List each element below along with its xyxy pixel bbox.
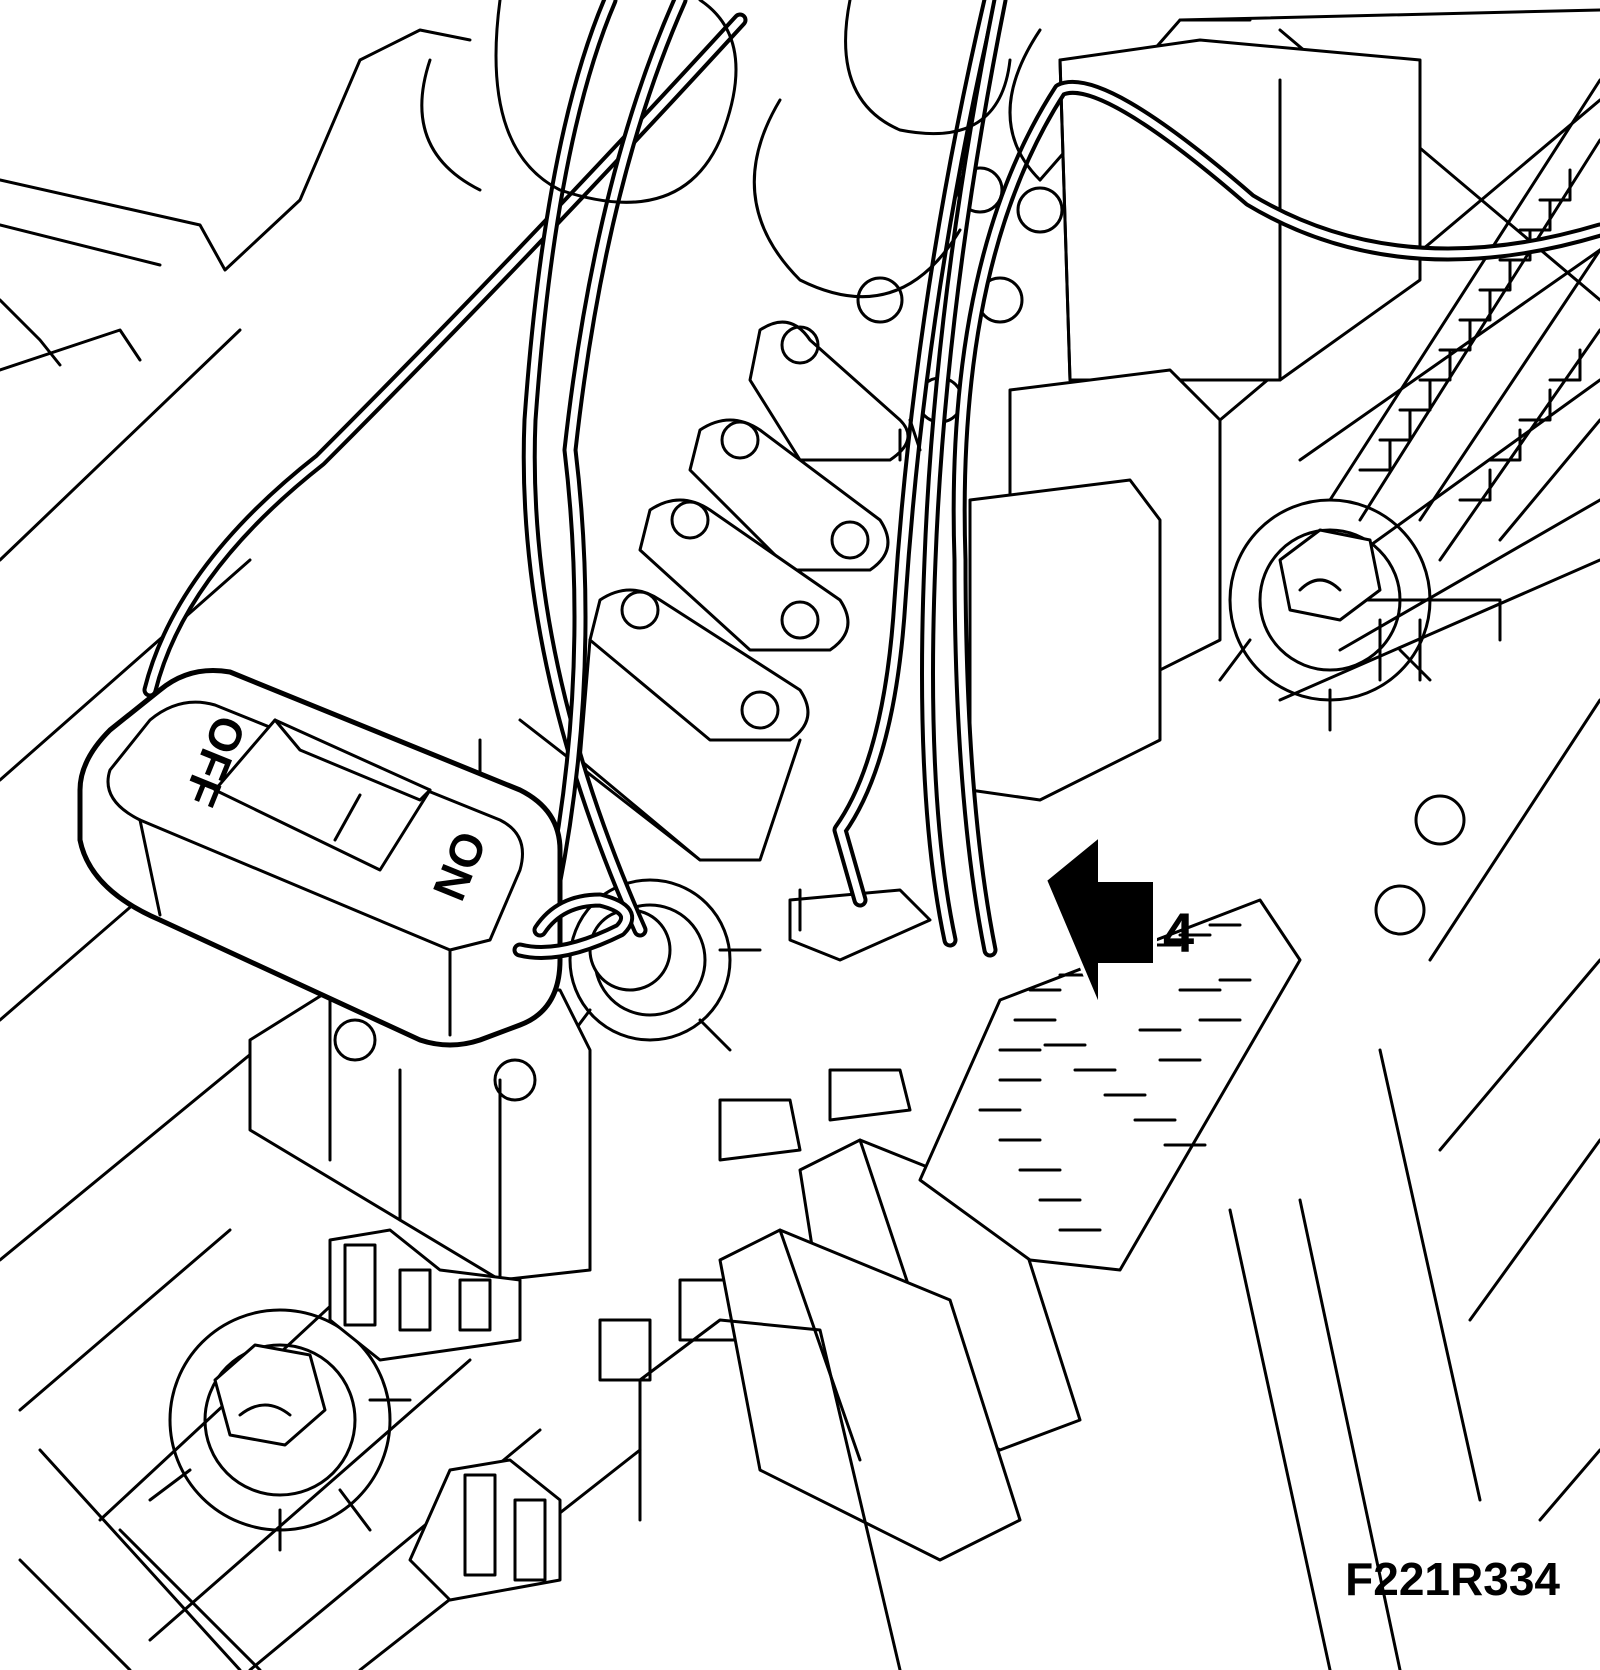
mounting-bolt: [148, 1308, 412, 1552]
callout-arrow: [1042, 830, 1157, 1011]
figure-code: F221R334: [1345, 1553, 1560, 1605]
fuse-stack: [478, 166, 1064, 942]
terminal-comb: [788, 888, 1302, 1272]
callout-number: 4: [1163, 901, 1194, 964]
inline-switch: OFF ON: [77, 667, 635, 1048]
blade-fuse-holder: [408, 1458, 562, 1602]
blade-fuse-holder: [328, 1228, 522, 1362]
relay: [1058, 38, 1422, 382]
mounting-bolt: [1218, 498, 1432, 732]
relay: [968, 478, 1162, 802]
relay: [638, 1228, 1022, 1670]
connector-comb: [1308, 78, 1600, 682]
jumper-wire: [142, 0, 1600, 958]
